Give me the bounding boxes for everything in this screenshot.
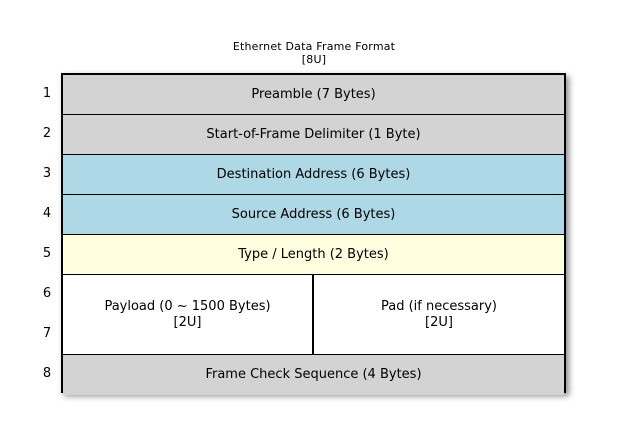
diagram-title: Ethernet Data Frame Format [8U] — [0, 40, 628, 66]
frame-field-destination-address: Destination Address (6 Bytes) — [63, 155, 564, 195]
row-number-4: 4 — [42, 205, 52, 221]
frame-field-source-address: Source Address (6 Bytes) — [63, 195, 564, 235]
diagram-title-subtitle: [8U] — [301, 53, 327, 66]
frame-field-type-length-label: Type / Length (2 Bytes) — [238, 246, 389, 262]
frame-field-start-of-frame-delimiter-label: Start-of-Frame Delimiter (1 Byte) — [206, 126, 421, 142]
row-number-5: 5 — [42, 245, 52, 261]
frame-field-payload: Payload (0 ~ 1500 Bytes) [2U] — [63, 275, 314, 354]
frame-field-frame-check-sequence-label: Frame Check Sequence (4 Bytes) — [205, 367, 422, 382]
row-number-6: 6 — [42, 285, 52, 301]
frame-field-type-length: Type / Length (2 Bytes) — [63, 235, 564, 275]
frame-field-start-of-frame-delimiter: Start-of-Frame Delimiter (1 Byte) — [63, 115, 564, 155]
row-number-2: 2 — [42, 125, 52, 141]
row-number-gutter: 1 2 3 4 5 6 7 8 — [34, 73, 60, 393]
row-number-7: 7 — [42, 325, 52, 341]
frame-field-destination-address-label: Destination Address (6 Bytes) — [216, 166, 411, 182]
ethernet-frame-table: Preamble (7 Bytes) Start-of-Frame Delimi… — [61, 73, 566, 395]
frame-field-source-address-label: Source Address (6 Bytes) — [231, 206, 396, 222]
frame-field-frame-check-sequence: Frame Check Sequence (4 Bytes) — [63, 355, 564, 395]
row-number-8: 8 — [42, 365, 52, 381]
frame-field-preamble-label: Preamble (7 Bytes) — [251, 86, 376, 102]
row-number-3: 3 — [42, 165, 52, 181]
diagram-title-main: Ethernet Data Frame Format — [232, 40, 396, 53]
row-number-1: 1 — [42, 85, 52, 101]
frame-field-payload-sublabel: [2U] — [173, 314, 202, 330]
frame-field-pad-label: Pad (if necessary) — [380, 298, 497, 314]
frame-field-payload-pad-row: Payload (0 ~ 1500 Bytes) [2U] Pad (if ne… — [63, 275, 564, 355]
frame-field-payload-label: Payload (0 ~ 1500 Bytes) — [104, 298, 271, 314]
frame-field-pad-sublabel: [2U] — [425, 314, 453, 330]
frame-field-pad: Pad (if necessary) [2U] — [314, 275, 564, 354]
frame-field-preamble: Preamble (7 Bytes) — [63, 75, 564, 115]
